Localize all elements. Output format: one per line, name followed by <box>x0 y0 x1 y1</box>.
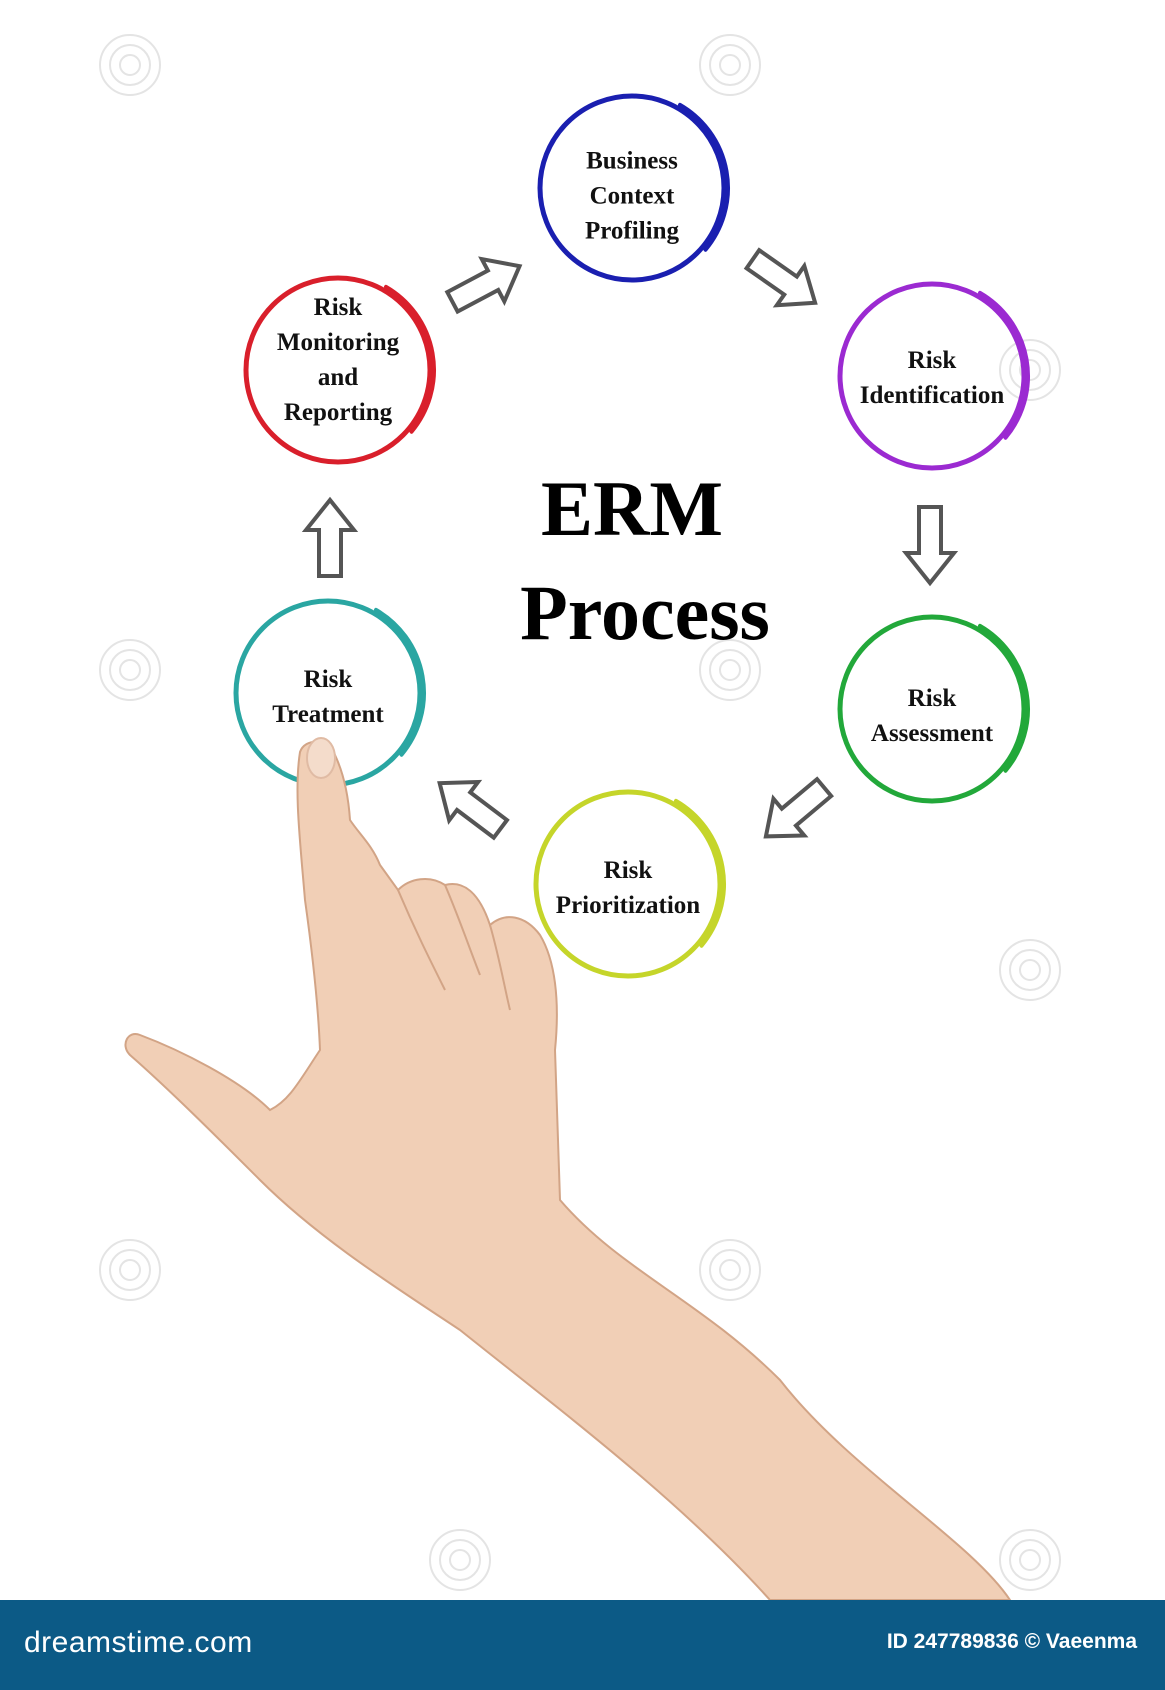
node-label-line: Monitoring <box>276 329 400 356</box>
circle-stroke-risk-assessment <box>978 623 1030 773</box>
footer-bar: dreamstime.com ID 247789836 © Vaeenma <box>0 1600 1165 1690</box>
node-label-line: Risk <box>313 294 363 321</box>
node-label-line: Risk <box>907 685 957 712</box>
image-credit: ID 247789836 © Vaeenma <box>886 1630 1137 1653</box>
node-business-context-profiling: Business Context Profiling <box>585 144 679 249</box>
watermark-pattern <box>99 34 1061 1591</box>
node-label-line: and <box>317 364 359 391</box>
circle-business-context-profiling <box>537 93 727 283</box>
arrow-monitoring-to-business <box>444 256 523 315</box>
circle-stroke-business-context-profiling <box>678 102 730 252</box>
node-risk-monitoring-and-reporting: Risk Monitoring and Reporting <box>277 290 399 430</box>
brand-logo-text: dreamstime.com <box>24 1626 253 1659</box>
circle-stroke-risk-prioritization <box>674 798 726 948</box>
node-label-line: Identification <box>859 382 1005 409</box>
circle-risk-assessment <box>837 614 1027 804</box>
arrow-business-to-identification <box>743 247 818 308</box>
circle-risk-prioritization <box>533 789 723 979</box>
node-label-line: Risk <box>603 857 653 884</box>
node-label-line: Reporting <box>283 399 393 426</box>
diagram-title-line2: Process <box>520 569 770 656</box>
node-label-line: Context <box>589 182 675 210</box>
node-label-line: Risk <box>907 347 957 374</box>
node-label-line: Risk <box>303 666 353 693</box>
erm-cycle-diagram <box>99 34 1061 1600</box>
node-label-line: Business <box>586 147 678 175</box>
arrow-identification-to-assessment <box>901 505 959 587</box>
node-risk-prioritization: Risk Prioritization <box>556 853 700 923</box>
diagram-title-line1: ERM <box>541 465 723 552</box>
node-label-line: Prioritization <box>555 892 701 919</box>
node-risk-identification: Risk Identification <box>860 343 1004 413</box>
node-label-line: Treatment <box>272 701 384 728</box>
arrow-treatment-to-monitoring <box>301 496 359 578</box>
node-label-line: Assessment <box>870 720 994 747</box>
node-risk-assessment: Risk Assessment <box>871 681 993 751</box>
node-label-line: Profiling <box>585 217 679 245</box>
circle-stroke-risk-monitoring-and-reporting <box>384 284 436 434</box>
circle-stroke-risk-identification <box>978 290 1030 440</box>
circle-stroke-risk-treatment <box>374 607 426 757</box>
circle-risk-identification <box>837 281 1027 471</box>
arrow-assessment-to-prioritization <box>763 776 834 839</box>
arrow-prioritization-to-treatment <box>437 779 510 841</box>
node-risk-treatment: Risk Treatment <box>272 662 384 732</box>
pointing-hand-image <box>124 737 1012 1600</box>
circle-risk-monitoring-and-reporting <box>243 275 433 465</box>
